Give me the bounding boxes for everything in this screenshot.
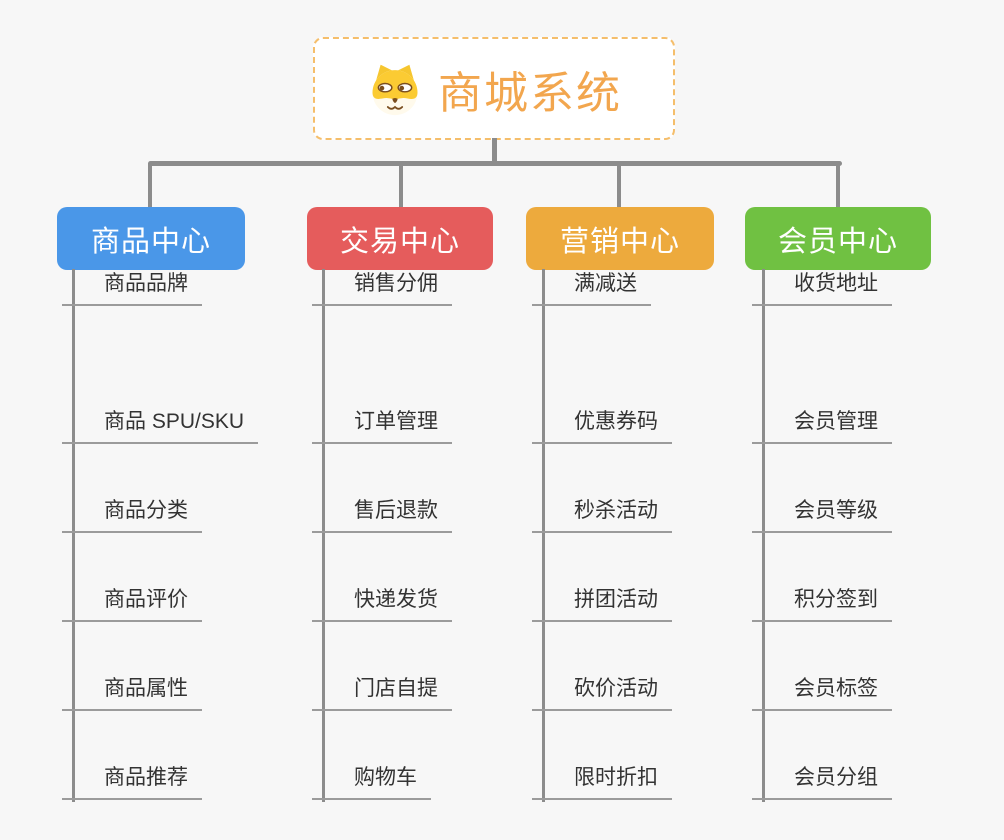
branch-node-product-center[interactable]: 商品中心 <box>57 207 245 270</box>
branch-node-trade-center[interactable]: 交易中心 <box>307 207 493 270</box>
leaf-item[interactable]: 商品 SPU/SKU <box>62 407 259 444</box>
connector-drop-2 <box>399 163 403 209</box>
leaf-item[interactable]: 限时折扣 <box>532 763 672 800</box>
leaf-item[interactable]: 拼团活动 <box>532 585 672 622</box>
branch-member-center-children: 会员管理 会员等级 积分签到 会员标签 会员分组 收货地址 <box>752 269 1002 802</box>
dog-icon <box>372 64 418 115</box>
connector-drop-4 <box>836 163 840 209</box>
leaf-item[interactable]: 优惠券码 <box>532 407 672 444</box>
leaf-item[interactable]: 积分签到 <box>752 585 892 622</box>
leaf-item[interactable]: 商品评价 <box>62 585 202 622</box>
branch-node-member-center[interactable]: 会员中心 <box>745 207 931 270</box>
leaf-item[interactable]: 会员等级 <box>752 496 892 533</box>
connector-root-trunk <box>492 138 497 164</box>
leaf-item[interactable]: 售后退款 <box>312 496 452 533</box>
trunk-line <box>322 269 325 802</box>
leaf-item[interactable]: 销售分佣 <box>312 269 452 306</box>
leaf-item[interactable]: 砍价活动 <box>532 674 672 711</box>
leaf-item[interactable]: 商品品牌 <box>62 269 202 306</box>
branch-trade-center-children: 订单管理 售后退款 快递发货 门店自提 购物车 销售分佣 <box>312 269 562 802</box>
leaf-item[interactable]: 会员分组 <box>752 763 892 800</box>
leaf-item[interactable]: 收货地址 <box>752 269 892 306</box>
root-node-mall-system[interactable]: 商城系统 <box>313 37 675 140</box>
leaf-item[interactable]: 会员标签 <box>752 674 892 711</box>
leaf-item[interactable]: 购物车 <box>312 763 431 800</box>
trunk-line <box>542 269 545 802</box>
leaf-item[interactable]: 订单管理 <box>312 407 452 444</box>
connector-drop-3 <box>617 163 621 209</box>
leaf-item[interactable]: 满减送 <box>532 269 651 306</box>
trunk-line <box>762 269 765 802</box>
trunk-line <box>72 269 75 802</box>
connector-drop-1 <box>148 163 152 209</box>
branch-product-center-children: 商品 SPU/SKU 商品分类 商品评价 商品属性 商品推荐 商品品牌 <box>62 269 312 802</box>
root-title: 商城系统 <box>438 68 622 118</box>
leaf-item[interactable]: 门店自提 <box>312 674 452 711</box>
leaf-item[interactable]: 快递发货 <box>312 585 452 622</box>
branch-node-marketing-center[interactable]: 营销中心 <box>526 207 714 270</box>
leaf-item[interactable]: 秒杀活动 <box>532 496 672 533</box>
leaf-item[interactable]: 商品推荐 <box>62 763 202 800</box>
connector-horizontal-bar <box>148 161 842 166</box>
leaf-item[interactable]: 商品属性 <box>62 674 202 711</box>
leaf-item[interactable]: 会员管理 <box>752 407 892 444</box>
branch-marketing-center-children: 优惠券码 秒杀活动 拼团活动 砍价活动 限时折扣 满减送 <box>532 269 782 802</box>
leaf-item[interactable]: 商品分类 <box>62 496 202 533</box>
